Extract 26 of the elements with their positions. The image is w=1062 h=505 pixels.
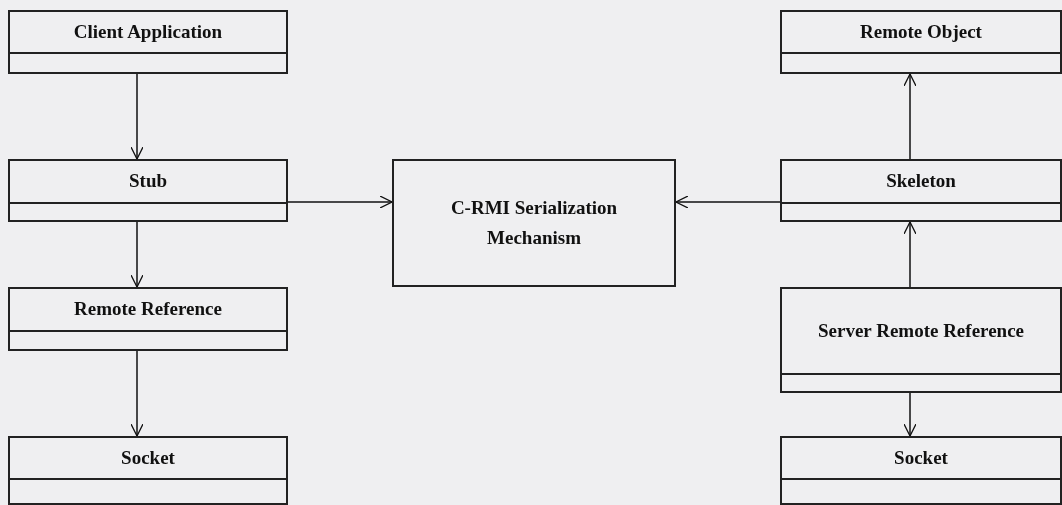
class-box bbox=[780, 287, 1062, 393]
arrow bbox=[903, 221, 917, 288]
arrow bbox=[903, 392, 917, 437]
box-title: Socket bbox=[121, 445, 175, 470]
process-box bbox=[392, 159, 676, 287]
box-title: Remote Object bbox=[860, 19, 982, 44]
class-box bbox=[8, 287, 288, 351]
box-title: Client Application bbox=[73, 19, 223, 44]
arrow bbox=[130, 350, 144, 437]
arrow bbox=[287, 195, 393, 209]
box-title: Skeleton bbox=[886, 169, 956, 194]
box-title: Socket bbox=[894, 445, 948, 470]
box-title: Server Remote Reference bbox=[817, 318, 1025, 343]
class-box bbox=[8, 436, 288, 505]
arrow bbox=[675, 195, 781, 209]
arrow bbox=[130, 73, 144, 160]
box-title: Stub bbox=[129, 169, 167, 194]
arrow bbox=[130, 221, 144, 288]
box-title: Remote Reference bbox=[74, 297, 222, 322]
class-box bbox=[780, 436, 1062, 505]
arrow bbox=[903, 73, 917, 160]
box-title: C-RMI Serialization Mechanism bbox=[449, 195, 619, 250]
class-box bbox=[8, 10, 288, 74]
class-box bbox=[8, 159, 288, 222]
class-box bbox=[780, 10, 1062, 74]
class-box bbox=[780, 159, 1062, 222]
